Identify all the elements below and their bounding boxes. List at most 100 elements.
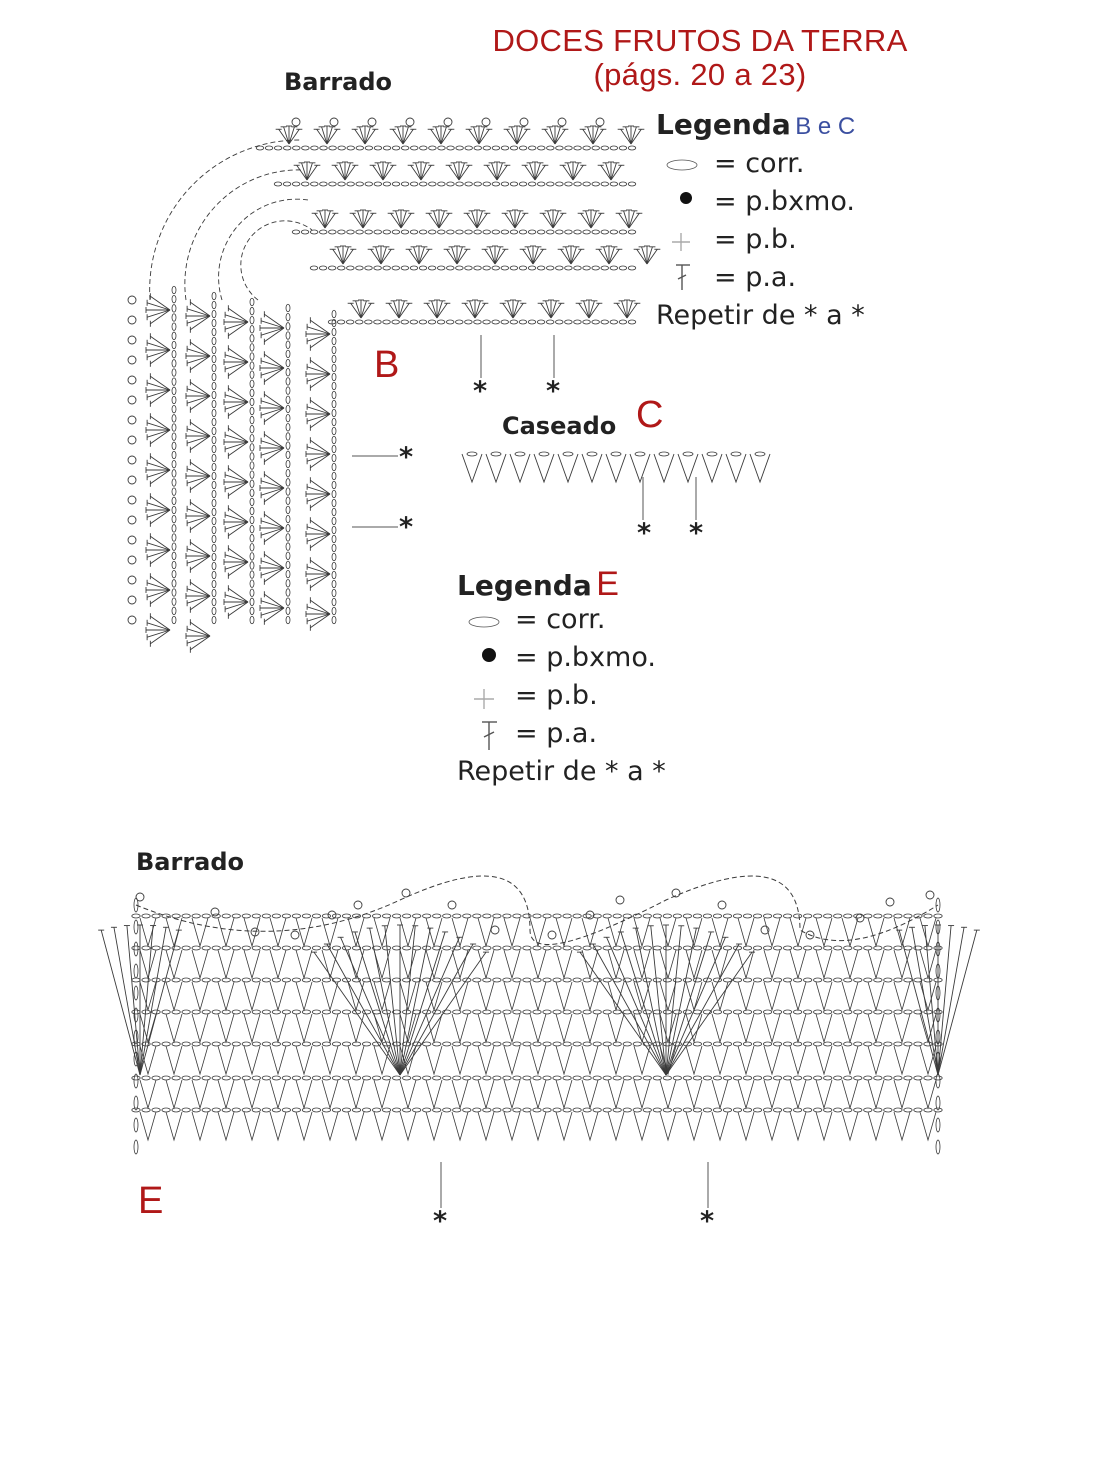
picot-loop [127,435,137,445]
legend-e-row-corr: = corr. [515,604,606,635]
picot-loop [405,117,415,127]
picot-loop [519,117,529,127]
v-stitch [815,1079,833,1110]
edge-chain [133,963,139,979]
edge-chain [133,1051,139,1067]
chain-row [131,913,943,919]
stitch-fan [445,161,473,181]
v-stitch [477,949,495,980]
v-stitch [503,949,521,980]
stitch-fan [145,333,171,367]
v-stitch [295,1111,313,1142]
stitch-fan [305,437,331,471]
chain-row [291,229,637,235]
stitch-fan [223,425,249,459]
edge-chain [935,919,941,935]
v-stitch [191,1045,209,1076]
stitch-fan [331,161,359,181]
picot-loop [855,913,865,923]
picot-loop [127,335,137,345]
legend-bc-row-pb: = p.b. [714,224,797,255]
v-stitch [607,917,625,948]
caseado-chain [730,451,742,457]
v-stitch [477,1013,495,1044]
corner-chain-arc [218,198,309,301]
stitch-fan [145,613,171,647]
v-stitch [555,1111,573,1142]
v-stitch [893,1045,911,1076]
v-stitch [763,1079,781,1110]
edge-chain [133,1029,139,1045]
v-stitch [607,1013,625,1044]
edge-chain [935,941,941,957]
repeat-mark-c2: * [689,518,704,549]
v-stitch [789,1079,807,1110]
v-stitch [763,1111,781,1142]
stitch-fan [259,511,285,545]
v-stitch [165,949,183,980]
caseado-chain [682,451,694,457]
stitch-fan [443,245,471,265]
picot-loop [127,495,137,505]
stitch-fan [310,924,490,1076]
legend-e-repeat: Repetir de * a * [457,756,666,787]
v-stitch [685,1013,703,1044]
picot-loop [127,555,137,565]
v-stitch [633,949,651,980]
v-stitch [191,1013,209,1044]
stitch-fan [305,357,331,391]
v-stitch [737,917,755,948]
chart-c-title: Caseado [502,412,617,440]
edge-chain [935,1029,941,1045]
v-stitch [217,1111,235,1142]
v-stitch [529,917,547,948]
chain-row [331,309,337,625]
v-stitch [425,981,443,1012]
v-stitch [425,1111,443,1142]
stitch-fan [185,379,211,413]
v-stitch [841,1045,859,1076]
stitch-fan [185,459,211,493]
stitch-fan [481,245,509,265]
v-stitch [581,917,599,948]
picot-loop [481,117,491,127]
v-stitch [815,1013,833,1044]
chain-row [285,303,291,625]
stitch-fan [223,465,249,499]
edge-chain [133,1117,139,1133]
edge-chain [133,1139,139,1155]
v-stitch [347,1045,365,1076]
caseado-v-stitch [605,453,627,484]
edge-chain [935,897,941,913]
v-stitch [373,949,391,980]
v-stitch [867,1045,885,1076]
edge-chain [133,1073,139,1089]
v-stitch [711,981,729,1012]
v-stitch [867,1013,885,1044]
v-stitch [815,981,833,1012]
stitch-fan [305,597,331,631]
stitch-fan [185,419,211,453]
v-stitch [659,917,677,948]
v-stitch [321,1079,339,1110]
caseado-v-stitch [581,453,603,484]
stitch-fan [539,209,567,229]
v-stitch [607,1111,625,1142]
double-crochet-symbol-e-icon [482,721,497,750]
picot-loop [127,475,137,485]
v-stitch [243,1013,261,1044]
chain-row [131,945,943,951]
picot-loop [127,535,137,545]
stitch-fan [259,351,285,385]
v-stitch [243,949,261,980]
repeat-mark-b3: * [399,442,414,473]
v-stitch [269,1079,287,1110]
stitch-fan [223,545,249,579]
stitch-fan [305,397,331,431]
v-stitch [555,1013,573,1044]
v-stitch [347,949,365,980]
v-stitch [841,1013,859,1044]
v-stitch [685,917,703,948]
stitch-fan [145,373,171,407]
v-stitch [763,1013,781,1044]
